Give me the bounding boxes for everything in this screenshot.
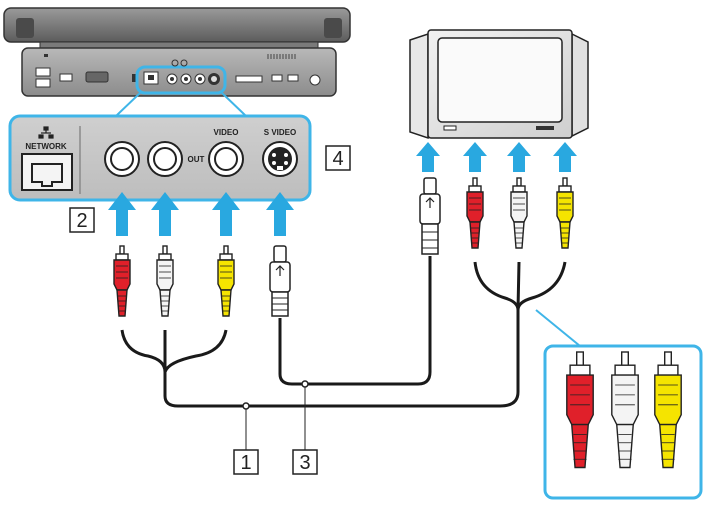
- arrow-up-icon: [463, 142, 487, 172]
- arrow-up-icon: [108, 192, 136, 236]
- yellow-rca-plug: [556, 177, 574, 249]
- usb-port: [35, 67, 51, 77]
- cables: [120, 256, 567, 408]
- television: [409, 29, 589, 140]
- svg-text:1: 1: [240, 452, 251, 474]
- white-rca-plug: [156, 245, 174, 317]
- inset-callout-line: [535, 309, 581, 347]
- svg-text:4: 4: [332, 148, 343, 170]
- computer-back-panel: [21, 47, 337, 97]
- cable-1-marker: [242, 402, 250, 410]
- network-label: NETWORK: [25, 142, 67, 151]
- network-port: [21, 153, 73, 191]
- audio-right-jack: [147, 141, 183, 177]
- callout-label-1: 1: [233, 449, 259, 475]
- video-label: VIDEO: [214, 128, 239, 137]
- svg-text:3: 3: [299, 452, 310, 474]
- callout-label-4: 4: [325, 145, 351, 171]
- svideo-label: S VIDEO: [264, 128, 296, 137]
- out-label: OUT: [188, 155, 205, 164]
- connection-arrows: [108, 142, 577, 236]
- arrow-up-icon: [212, 192, 240, 236]
- yellow-rca-plug-detail: [654, 351, 682, 469]
- audio-left-jack: [104, 141, 140, 177]
- computer-rear-view: [3, 7, 351, 97]
- cable-3-marker: [301, 380, 309, 388]
- expansion-slot: [235, 75, 263, 83]
- inset-plugs: [566, 351, 682, 469]
- red-rca-plug: [466, 177, 484, 249]
- usb-port: [35, 78, 51, 88]
- computer-lid: [3, 7, 351, 43]
- video-jack: [208, 141, 244, 177]
- port-highlight-ring: [135, 65, 227, 95]
- monitor-port: [85, 71, 109, 83]
- yellow-rca-plug: [217, 245, 235, 317]
- arrow-up-icon: [151, 192, 179, 236]
- white-rca-plug: [510, 177, 528, 249]
- tv-screen: [437, 37, 563, 123]
- av-plugs-computer-side: [113, 245, 235, 317]
- s-video-plug-icon: [419, 177, 441, 255]
- mini-port: [59, 73, 73, 82]
- zoom-callout: [115, 92, 247, 117]
- arrow-up-icon: [553, 142, 577, 172]
- network-icon: [38, 126, 54, 139]
- svg-text:2: 2: [76, 210, 87, 232]
- red-rca-plug-detail: [566, 351, 594, 469]
- white-rca-plug-detail: [611, 351, 639, 469]
- arrow-up-icon: [416, 142, 440, 172]
- arrow-up-icon: [507, 142, 531, 172]
- callout-label-2: 2: [69, 207, 95, 233]
- red-rca-plug: [113, 245, 131, 317]
- arrow-up-icon: [266, 192, 294, 236]
- av-plugs-tv-side: [466, 177, 574, 249]
- s-video-plug-icon: [269, 245, 291, 317]
- callout-label-3: 3: [292, 449, 318, 475]
- enlarged-port-panel: NETWORK OUT VIDEO S VIDEO: [8, 114, 312, 202]
- s-video-jack: [262, 141, 298, 177]
